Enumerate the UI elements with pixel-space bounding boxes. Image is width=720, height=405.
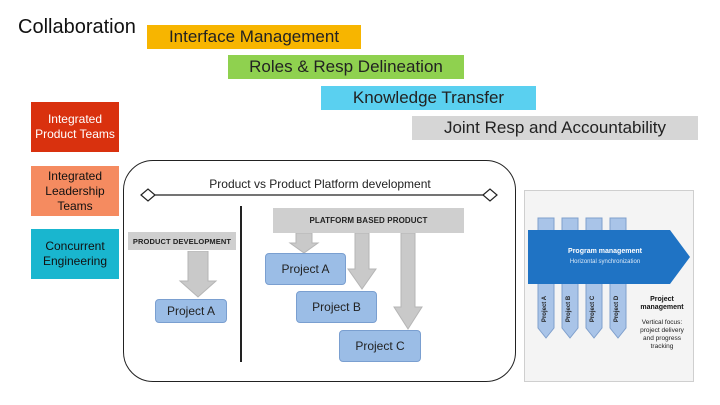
bar-interface-management: Interface Management (147, 25, 361, 49)
bar-knowledge-transfer: Knowledge Transfer (321, 86, 536, 110)
project-tab-label: Project B (566, 295, 572, 323)
diagram-heading: Product vs Product Platform development (209, 177, 431, 191)
bar-label: Interface Management (168, 27, 340, 46)
down-arrow-icon (178, 251, 218, 298)
page-title: Collaboration (18, 16, 136, 38)
bar-label: Roles & Resp Delineation (249, 57, 443, 76)
project-tab-label: Project C (590, 295, 596, 323)
diamond-right-icon (482, 188, 498, 202)
box-label: Concurrent Engineering (42, 239, 108, 268)
bar-label: Knowledge Transfer (352, 88, 505, 107)
diamond-left-icon (140, 188, 156, 202)
heading-divider (140, 188, 498, 202)
down-arrow-icon (288, 233, 320, 254)
down-arrow-icon (393, 233, 423, 330)
program-banner-arrow (528, 230, 690, 284)
box-concurrent-engineering: Concurrent Engineering (31, 229, 119, 279)
vertical-divider (240, 206, 242, 362)
project-box-a: Project A (265, 253, 346, 285)
bar-roles-resp: Roles & Resp Delineation (228, 55, 464, 79)
box-label: Integrated Product Teams (35, 112, 115, 141)
bar-label: Joint Resp and Accountability (443, 118, 667, 137)
banner-title: Program management (568, 248, 642, 255)
project-management-desc: Vertical focus: project delivery and pro… (640, 319, 684, 350)
project-tab-label: Project A (542, 295, 548, 323)
project-box-b: Project B (296, 291, 377, 323)
platform-diagram-panel (123, 160, 516, 382)
project-box-left: Project A (155, 299, 227, 323)
bar-joint-resp: Joint Resp and Accountability (412, 116, 698, 140)
header-platform-based-product: PLATFORM BASED PRODUCT (273, 208, 464, 233)
project-box-c: Project C (339, 330, 421, 362)
box-integrated-leadership-teams: Integrated Leadership Teams (31, 166, 119, 216)
down-arrow-icon (347, 233, 377, 290)
project-tab-label: Project D (614, 295, 620, 323)
project-management-title: Project management (640, 296, 684, 311)
banner-subtitle: Horizontal synchronization (569, 259, 641, 265)
box-label: Integrated Leadership Teams (45, 168, 105, 213)
header-product-development: PRODUCT DEVELOPMENT (128, 232, 236, 250)
box-integrated-product-teams: Integrated Product Teams (31, 102, 119, 152)
